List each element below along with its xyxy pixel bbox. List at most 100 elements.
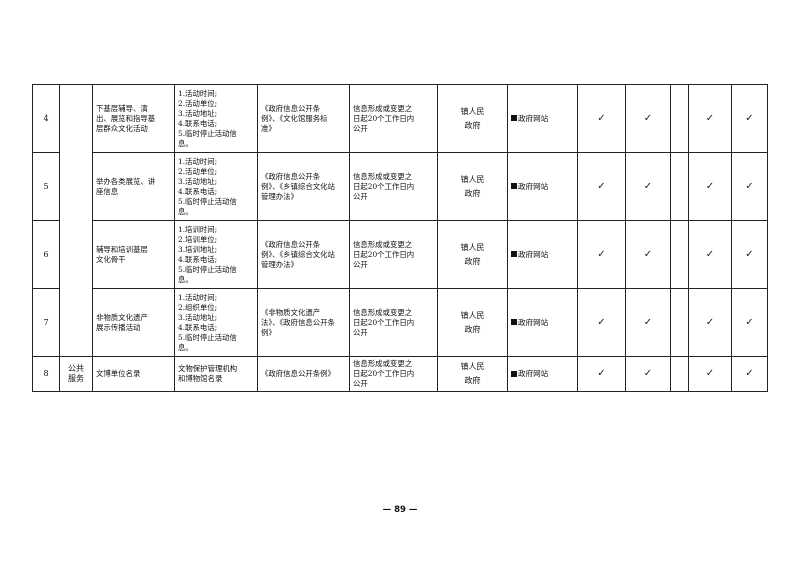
content-line: 息。	[178, 342, 193, 352]
item-line: 文博单位名录	[96, 369, 141, 378]
basis-line: 管理办法》	[261, 259, 298, 269]
content-line: 1.培训时间;	[178, 224, 218, 234]
basis-line: 例》	[261, 327, 276, 337]
item-line: 层群众文化活动	[96, 123, 148, 133]
subject-cell: 镇人民政府	[437, 84, 508, 153]
time-cell: 信息形成或变更之日起20个工作日内公开	[349, 356, 438, 392]
basis-line: 《政府信息公开条	[261, 171, 321, 181]
content-cell: 1.活动时间;2.活动单位;3.活动地址;4.联系电话;5.临时停止活动信息。	[174, 152, 258, 221]
content-line: 2.组织单位;	[178, 302, 218, 312]
channel-label: 政府网站	[518, 369, 549, 378]
item-line: 座信息	[96, 186, 119, 196]
item-cell: 文博单位名录	[92, 356, 175, 392]
content-line: 2.活动单位;	[178, 98, 218, 108]
category-cell	[59, 220, 93, 289]
square-bullet-icon	[511, 319, 517, 325]
checkmark-icon: ✓	[643, 368, 653, 379]
check-cell: ✓	[625, 220, 671, 289]
item-cell: 举办各类展览、讲座信息	[92, 152, 175, 221]
check-cell: ✓	[688, 84, 732, 153]
content-line: 4.联系电话;	[178, 118, 218, 128]
category-cell	[59, 152, 93, 221]
basis-line: 《政府信息公开条	[261, 239, 321, 249]
basis-line: 《政府信息公开条	[261, 103, 321, 113]
checkmark-icon: ✓	[643, 248, 653, 260]
content-cell: 文物保护管理机构和博物馆名录	[174, 356, 258, 392]
channel-label: 政府网站	[518, 317, 549, 327]
content-line: 5.临时停止活动信	[178, 332, 237, 342]
checkmark-icon: ✓	[597, 112, 606, 124]
content-line: 1.活动时间;	[178, 292, 218, 302]
basis-line: 《非物质文化遗产	[261, 307, 321, 317]
channel-cell: 政府网站	[507, 220, 578, 289]
content-line: 1.活动时间;	[178, 88, 218, 98]
channel-label: 政府网站	[518, 181, 549, 191]
empty-cell	[670, 288, 689, 357]
checkmark-icon: ✓	[705, 316, 715, 328]
checkmark-icon: ✓	[597, 180, 606, 192]
channel-cell: 政府网站	[507, 84, 578, 153]
basis-cell: 《非物质文化遗产法》、《政府信息公开条例》	[257, 288, 350, 357]
basis-line: 例》、《乡镇综合文化站	[261, 249, 335, 259]
checkmark-icon: ✓	[745, 248, 754, 260]
content-cell: 1.活动时间;2.组织单位;3.活动地址;4.联系电话;5.临时停止活动信息。	[174, 288, 258, 357]
square-bullet-icon	[511, 251, 517, 257]
check-cell: ✓	[625, 288, 671, 357]
item-cell: 非物质文化遗产展示传播活动	[92, 288, 175, 357]
basis-line: 管理办法》	[261, 191, 298, 201]
content-line: 3.活动地址;	[178, 312, 218, 322]
subject-line: 镇人民	[460, 106, 485, 116]
category-cell	[59, 84, 93, 153]
check-cell: ✓	[625, 152, 671, 221]
item-line: 非物质文化遗产	[96, 312, 148, 322]
empty-cell	[670, 356, 689, 392]
time-line: 日起20个工作日内	[353, 181, 415, 191]
item-line: 举办各类展览、讲	[96, 176, 156, 186]
time-line: 公开	[353, 259, 368, 269]
subject-cell: 镇人民政府	[437, 356, 508, 392]
time-cell: 信息形成或变更之日起20个工作日内公开	[349, 288, 438, 357]
content-line: 3.培训地址;	[178, 244, 218, 254]
check-cell: ✓	[731, 220, 768, 289]
time-cell: 信息形成或变更之日起20个工作日内公开	[349, 220, 438, 289]
subject-cell: 镇人民政府	[437, 152, 508, 221]
time-line: 公开	[353, 327, 368, 337]
checkmark-icon: ✓	[745, 368, 754, 379]
row-number: 6	[32, 220, 60, 289]
content-line: 息。	[178, 274, 193, 284]
subject-line: 政府	[464, 376, 481, 385]
content-cell: 1.培训时间;2.培训单位;3.培训地址;4.联系电话;5.临时停止活动信息。	[174, 220, 258, 289]
subject-line: 政府	[464, 324, 481, 334]
time-line: 日起20个工作日内	[353, 317, 415, 327]
empty-cell	[670, 152, 689, 221]
empty-cell	[670, 220, 689, 289]
row-number: 8	[32, 356, 60, 392]
item-cell: 下基层辅导、演出、展览和指导基层群众文化活动	[92, 84, 175, 153]
row-number: 5	[32, 152, 60, 221]
time-line: 公开	[353, 379, 368, 388]
content-line: 4.联系电话;	[178, 322, 218, 332]
checkmark-icon: ✓	[643, 180, 653, 192]
channel-cell: 政府网站	[507, 152, 578, 221]
time-cell: 信息形成或变更之日起20个工作日内公开	[349, 84, 438, 153]
check-cell: ✓	[577, 220, 626, 289]
content-line: 文物保护管理机构	[178, 364, 238, 373]
checkmark-icon: ✓	[597, 316, 606, 328]
basis-line: 准》	[261, 123, 276, 133]
item-cell: 辅导和培训基层文化骨干	[92, 220, 175, 289]
row-number: 4	[32, 84, 60, 153]
content-line: 和博物馆名录	[178, 374, 223, 383]
subject-line: 镇人民	[460, 362, 485, 371]
item-line: 辅导和培训基层	[96, 244, 148, 254]
check-cell: ✓	[731, 288, 768, 357]
content-line: 2.活动单位;	[178, 166, 218, 176]
page-number: — 89 —	[382, 505, 418, 515]
check-cell: ✓	[688, 356, 732, 392]
subject-line: 镇人民	[460, 310, 485, 320]
basis-cell: 《政府信息公开条例》、《文化馆服务标准》	[257, 84, 350, 153]
